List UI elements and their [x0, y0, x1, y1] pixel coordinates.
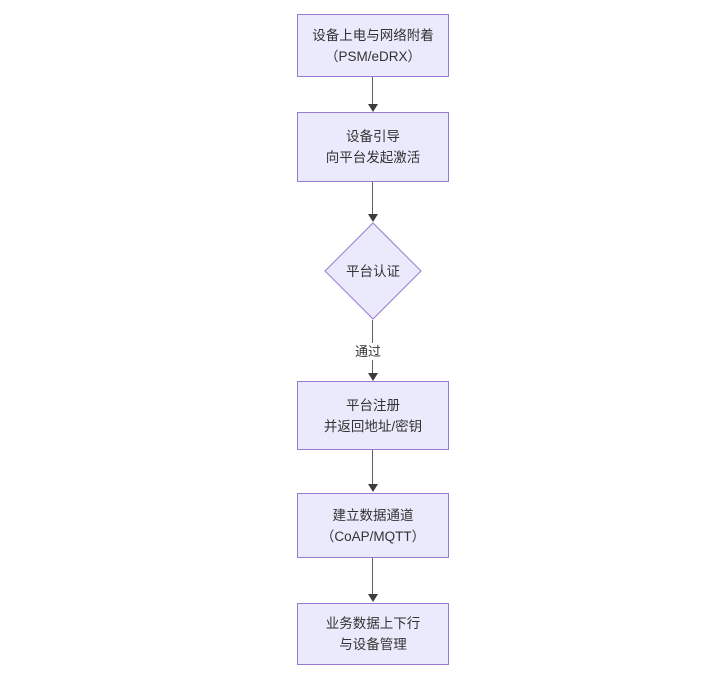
node-service-data-line1: 业务数据上下行 [325, 616, 421, 631]
diamond-shape [324, 222, 422, 320]
node-platform-register[interactable]: 平台注册 并返回地址/密钥 [297, 381, 449, 450]
node-platform-auth[interactable]: 平台认证 [324, 222, 422, 320]
node-platform-register-line2: 并返回地址/密钥 [323, 418, 423, 434]
node-power-on-line1: 设备上电与网络附着 [312, 27, 434, 43]
node-platform-auth-label: 平台认证 [346, 263, 400, 279]
node-platform-register-line1: 平台注册 [346, 397, 400, 413]
node-service-data-line2: 与设备管理 [339, 637, 407, 652]
arrowhead-platform-register [368, 373, 378, 381]
node-data-channel[interactable]: 建立数据通道 （CoAP/MQTT） [297, 493, 449, 558]
node-data-channel-line2: （CoAP/MQTT） [320, 528, 426, 544]
arrowhead-data-channel [368, 484, 378, 492]
node-service-data[interactable]: 业务数据上下行 与设备管理 [297, 603, 449, 665]
node-bootstrap-line1: 设备引导 [346, 129, 400, 144]
node-power-on[interactable]: 设备上电与网络附着 （PSM/eDRX） [297, 14, 449, 77]
node-bootstrap[interactable]: 设备引导 向平台发起激活 [297, 112, 449, 182]
node-power-on-line2: （PSM/eDRX） [324, 48, 422, 64]
connector-power-on-to-bootstrap [372, 77, 373, 106]
arrowhead-service-data [368, 594, 378, 602]
connector-data-channel-to-service-data [372, 558, 373, 596]
connector-bootstrap-to-platform-auth [372, 182, 373, 216]
edge-label-pass: 通过 [353, 343, 384, 360]
arrowhead-bootstrap [368, 104, 378, 112]
arrowhead-platform-auth [368, 214, 378, 222]
node-data-channel-line1: 建立数据通道 [332, 507, 414, 523]
connector-platform-register-to-data-channel [372, 450, 373, 486]
node-bootstrap-line2: 向平台发起激活 [325, 150, 421, 165]
